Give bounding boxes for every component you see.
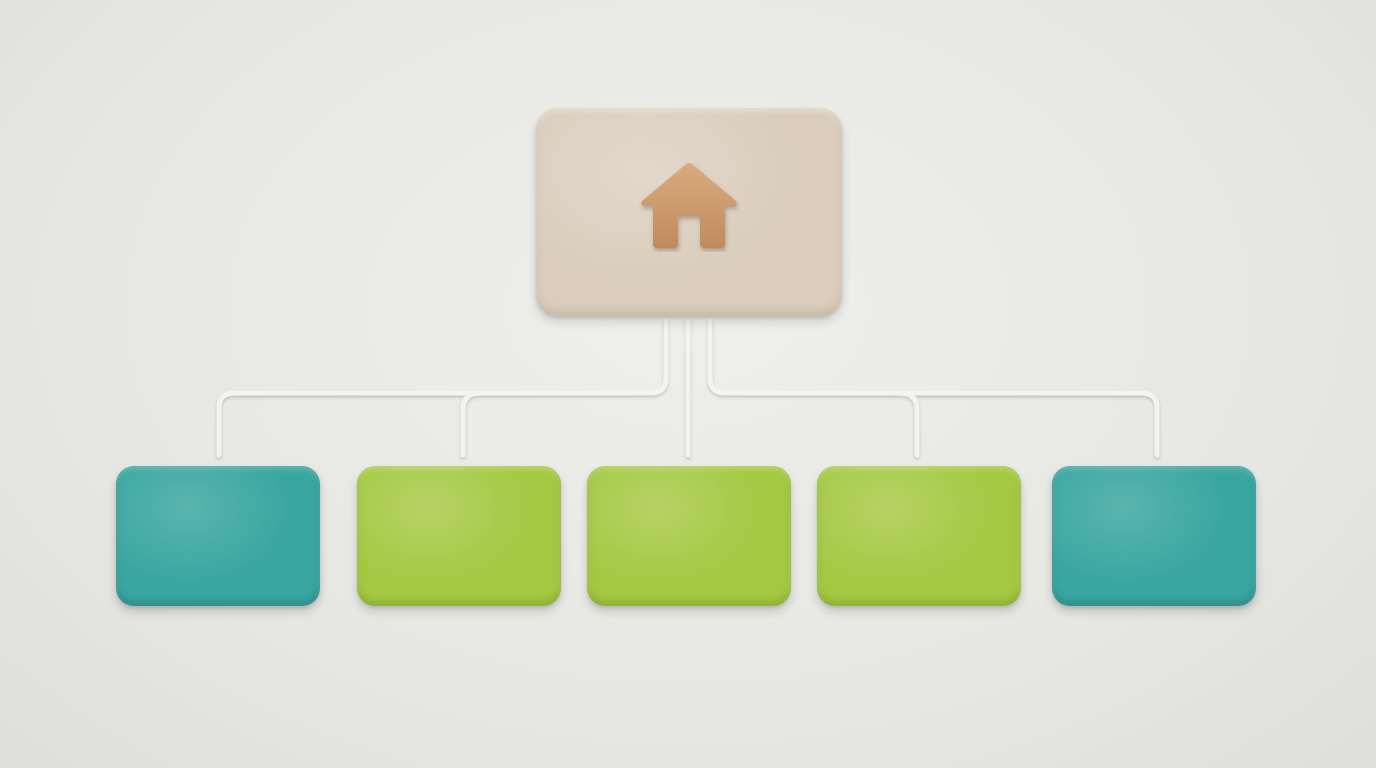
connector-to-child-1: [216, 317, 669, 458]
connector-to-child-2: [460, 390, 483, 458]
child-node-5: [1052, 466, 1256, 606]
child-node-3: [587, 466, 791, 606]
connector-to-child-4: [897, 390, 920, 458]
house-icon: [641, 163, 737, 248]
root-node: [536, 108, 842, 316]
connector-to-child-5: [707, 317, 1160, 458]
child-node-1: [116, 466, 320, 606]
child-node-2: [357, 466, 561, 606]
child-node-4: [817, 466, 1021, 606]
